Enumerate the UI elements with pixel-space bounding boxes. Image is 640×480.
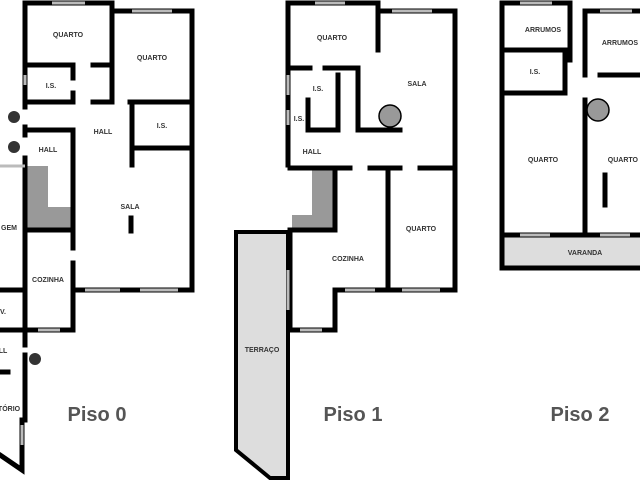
room-label: I.S. bbox=[294, 116, 305, 123]
room-label: ARRUMOS bbox=[525, 27, 561, 34]
balcony bbox=[502, 235, 640, 268]
floor-0-plan: QUARTO QUARTO I.S. HALL I.S. HALL SALA G… bbox=[0, 0, 195, 475]
room-label: TÓRIO bbox=[0, 404, 21, 413]
room-labels: ARRUMOS ARRUMOS I.S. QUARTO QUARTO VARAN… bbox=[525, 27, 639, 257]
floor-title: Piso 1 bbox=[324, 404, 383, 426]
room-label: HALL bbox=[303, 149, 322, 156]
room-label: SALA bbox=[120, 204, 139, 211]
floor-2-plan: ARRUMOS ARRUMOS I.S. QUARTO QUARTO VARAN… bbox=[499, 0, 640, 426]
room-label: QUARTO bbox=[528, 157, 559, 164]
room-label: QUARTO bbox=[608, 157, 639, 164]
room-label: SALA bbox=[407, 81, 426, 88]
room-label: COZINHA bbox=[332, 256, 364, 263]
room-label: QUARTO bbox=[53, 32, 84, 39]
room-label: HALL bbox=[94, 129, 113, 136]
room-labels: QUARTO QUARTO I.S. HALL I.S. HALL SALA G… bbox=[0, 32, 168, 413]
staircase bbox=[292, 170, 333, 230]
room-label: I.S. bbox=[46, 83, 57, 90]
room-label: LL bbox=[0, 348, 8, 355]
room-label: QUARTO bbox=[137, 55, 168, 62]
room-label: VARANDA bbox=[568, 250, 602, 257]
room-label: QUARTO bbox=[317, 35, 348, 42]
room-label: COZINHA bbox=[32, 277, 64, 284]
room-label: TERRAÇO bbox=[245, 347, 280, 354]
staircase bbox=[27, 166, 72, 230]
room-label: QUARTO bbox=[406, 226, 437, 233]
room-label: V. bbox=[0, 309, 6, 316]
floor-title: Piso 2 bbox=[551, 404, 610, 426]
floor-title: Piso 0 bbox=[68, 404, 127, 426]
room-label: HALL bbox=[39, 147, 58, 154]
room-label: GEM bbox=[1, 225, 17, 232]
floor-1-plan: QUARTO SALA I.S. I.S. HALL COZINHA QUART… bbox=[234, 0, 458, 480]
room-label: I.S. bbox=[530, 69, 541, 76]
room-labels: QUARTO SALA I.S. I.S. HALL COZINHA QUART… bbox=[245, 35, 437, 354]
room-label: ARRUMOS bbox=[602, 40, 638, 47]
room-label: I.S. bbox=[313, 86, 324, 93]
room-label: I.S. bbox=[157, 123, 168, 130]
terrace bbox=[234, 230, 290, 480]
